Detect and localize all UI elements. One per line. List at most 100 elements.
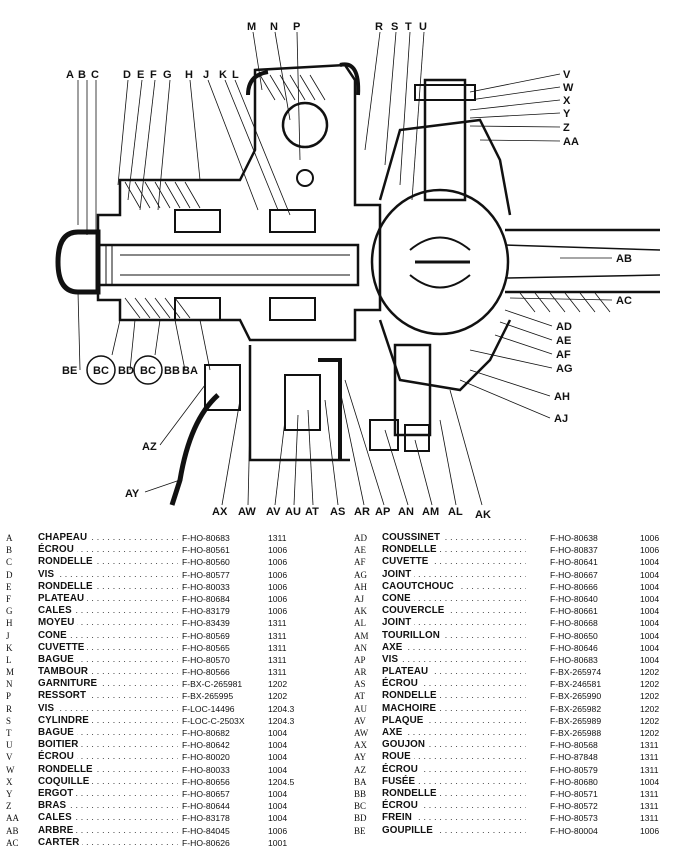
part-group-number: 1006 [268, 581, 288, 592]
part-name: ÉCROU [38, 751, 77, 764]
leader-dots: . . . . . . . . . . . . . . . . . . . . … [38, 678, 178, 690]
part-reference: F-HO-83439 [182, 618, 230, 629]
part-code: AT [354, 691, 365, 702]
label-AD: AD [556, 321, 572, 333]
label-AB: AB [616, 253, 632, 265]
part-name: CYLINDRE [38, 714, 92, 728]
part-name: JOINT [382, 568, 415, 581]
part-reference: F-BX-265982 [550, 703, 602, 714]
leader-dots: . . . . . . . . . . . . . . . . . . . . … [38, 532, 178, 543]
part-row: . . . . . . . . . . . . . . . . . . . . … [354, 544, 672, 557]
part-name: RONDELLE [382, 787, 440, 801]
part-code: BB [354, 788, 367, 799]
part-row: . . . . . . . . . . . . . . . . . . . . … [6, 617, 342, 630]
label-W: W [563, 82, 574, 94]
part-code: H [6, 618, 13, 629]
part-row: . . . . . . . . . . . . . . . . . . . . … [354, 641, 672, 654]
leader-dots: . . . . . . . . . . . . . . . . . . . . … [38, 702, 178, 714]
diagram-drawing [55, 31, 661, 506]
label-AV: AV [266, 506, 281, 518]
part-reference: F-HO-87848 [550, 752, 598, 763]
part-code: AG [354, 569, 367, 580]
part-reference: F-HO-80004 [550, 825, 598, 836]
part-name: CHAPEAU [38, 532, 91, 545]
leader-dots: . . . . . . . . . . . . . . . . . . . . … [38, 592, 178, 604]
part-name: GOUJON [382, 739, 429, 752]
part-reference: F-HO-80644 [182, 801, 230, 812]
part-code: B [6, 545, 13, 556]
part-row: . . . . . . . . . . . . . . . . . . . . … [354, 629, 672, 642]
part-group-number: 1311 [640, 740, 659, 751]
leader-dots: . . . . . . . . . . . . . . . . . . . . … [386, 544, 526, 556]
leader-dots: . . . . . . . . . . . . . . . . . . . . … [38, 812, 178, 824]
part-name: GOUPILLE [382, 824, 436, 837]
leader-dots: . . . . . . . . . . . . . . . . . . . . … [38, 605, 178, 617]
part-row: . . . . . . . . . . . . . . . . . . . . … [6, 592, 342, 606]
part-code: E [6, 581, 12, 592]
part-reference: F-HO-80642 [182, 740, 230, 751]
leader-dots: . . . . . . . . . . . . . . . . . . . . … [386, 556, 526, 568]
part-code: AF [354, 557, 366, 568]
label-BB: BB [164, 365, 180, 377]
part-reference: F-LOC-C-2503X [182, 715, 245, 726]
part-code: N [6, 679, 13, 690]
part-name: PLAQUE [382, 714, 427, 728]
part-name: BOITIER [38, 739, 82, 752]
leader-dots: . . . . . . . . . . . . . . . . . . . . … [386, 739, 526, 751]
part-code: BC [354, 801, 367, 812]
label-K: K [219, 69, 227, 81]
part-reference: F-HO-80033 [182, 581, 230, 592]
part-group-number: 1202 [268, 679, 288, 690]
part-row: . . . . . . . . . . . . . . . . . . . . … [354, 751, 672, 764]
part-name: RONDELLE [38, 556, 96, 569]
part-name: BAGUE [38, 727, 77, 740]
part-reference: F-HO-80640 [550, 593, 598, 604]
part-reference: F-BX-265989 [550, 715, 602, 726]
leader-dots: . . . . . . . . . . . . . . . . . . . . … [386, 763, 526, 775]
part-name: ARBRE [38, 824, 77, 837]
part-reference: F-BX-246581 [550, 679, 602, 690]
part-reference: F-HO-80638 [550, 533, 598, 543]
part-row: . . . . . . . . . . . . . . . . . . . . … [354, 580, 672, 593]
part-row: . . . . . . . . . . . . . . . . . . . . … [6, 763, 342, 776]
part-row: . . . . . . . . . . . . . . . . . . . . … [6, 556, 342, 569]
part-reference: F-HO-80579 [550, 764, 598, 775]
part-name: ÉCROU [38, 544, 77, 557]
part-row: . . . . . . . . . . . . . . . . . . . . … [354, 556, 672, 569]
part-name: CONE [38, 629, 70, 642]
part-code: AB [6, 825, 19, 836]
part-code: AU [354, 703, 367, 714]
part-name: CAOUTCHOUC [382, 580, 457, 593]
part-row: . . . . . . . . . . . . . . . . . . . . … [354, 787, 672, 801]
part-group-number: 1006 [640, 825, 660, 836]
part-group-number: 1311 [640, 813, 659, 824]
part-code: W [6, 764, 15, 775]
leader-dots: . . . . . . . . . . . . . . . . . . . . … [38, 666, 178, 678]
part-row: . . . . . . . . . . . . . . . . . . . . … [354, 666, 672, 679]
leader-dots: . . . . . . . . . . . . . . . . . . . . … [38, 739, 178, 751]
part-row: . . . . . . . . . . . . . . . . . . . . … [6, 641, 342, 654]
parts-list: . . . . . . . . . . . . . . . . . . . . … [0, 532, 678, 862]
part-reference: F-HO-80667 [550, 569, 598, 580]
part-code: L [6, 654, 12, 665]
part-code: G [6, 606, 13, 617]
leader-dots: . . . . . . . . . . . . . . . . . . . . … [38, 568, 178, 580]
part-row: . . . . . . . . . . . . . . . . . . . . … [6, 787, 342, 801]
label-V: V [563, 69, 571, 81]
part-name: RONDELLE [38, 763, 96, 776]
label-AK: AK [475, 509, 491, 521]
leader-dots: . . . . . . . . . . . . . . . . . . . . … [386, 666, 526, 678]
label-U: U [419, 21, 427, 33]
part-group-number: 1006 [268, 606, 288, 617]
part-reference: F-HO-80682 [182, 728, 230, 738]
part-code: AW [354, 728, 369, 738]
parts-list-left-column: . . . . . . . . . . . . . . . . . . . . … [6, 532, 342, 849]
part-name: PLATEAU [38, 592, 88, 606]
part-row: . . . . . . . . . . . . . . . . . . . . … [354, 702, 672, 715]
label-AS: AS [330, 506, 345, 518]
leader-dots: . . . . . . . . . . . . . . . . . . . . … [38, 690, 178, 702]
part-reference: F-HO-83179 [182, 606, 230, 617]
part-code: V [6, 752, 13, 763]
part-reference: F-HO-80565 [182, 642, 230, 653]
leader-dots: . . . . . . . . . . . . . . . . . . . . … [38, 641, 178, 653]
